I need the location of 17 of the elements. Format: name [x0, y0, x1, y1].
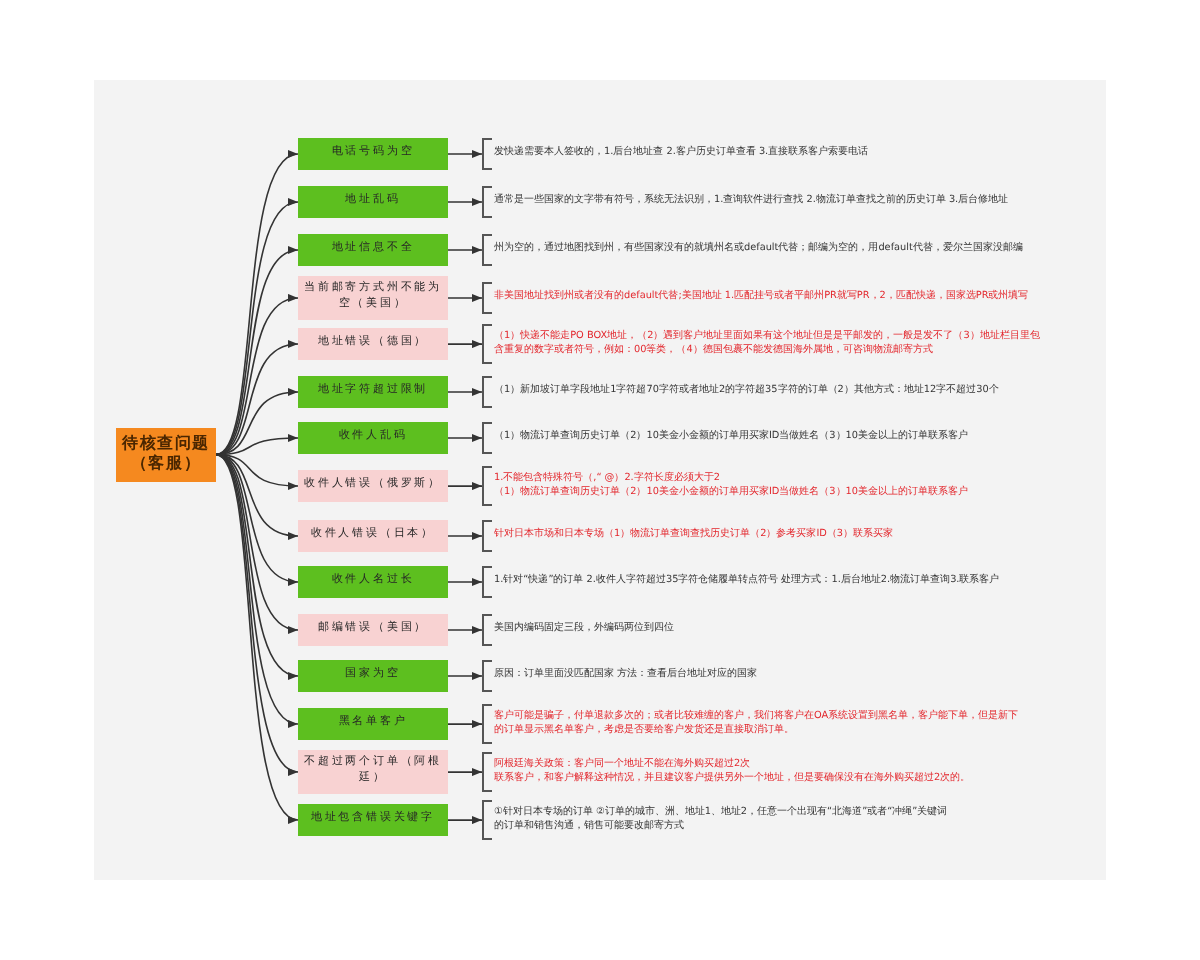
arrow: [447, 482, 483, 491]
arrow: [447, 768, 483, 777]
arrow: [447, 578, 483, 586]
arrow: [447, 720, 483, 729]
arrow: [447, 150, 483, 158]
arrow: [447, 340, 483, 349]
arrow: [447, 626, 483, 634]
arrow: [447, 816, 483, 825]
arrow: [447, 388, 483, 396]
arrow: [447, 293, 483, 302]
curved-arrow: [215, 153, 299, 456]
arrow: [447, 532, 483, 540]
arrow: [447, 672, 483, 680]
arrow: [447, 434, 483, 442]
topic-box: 待核查问题（客服）: [116, 427, 216, 483]
arrow: [447, 198, 483, 206]
arrow: [447, 246, 483, 254]
